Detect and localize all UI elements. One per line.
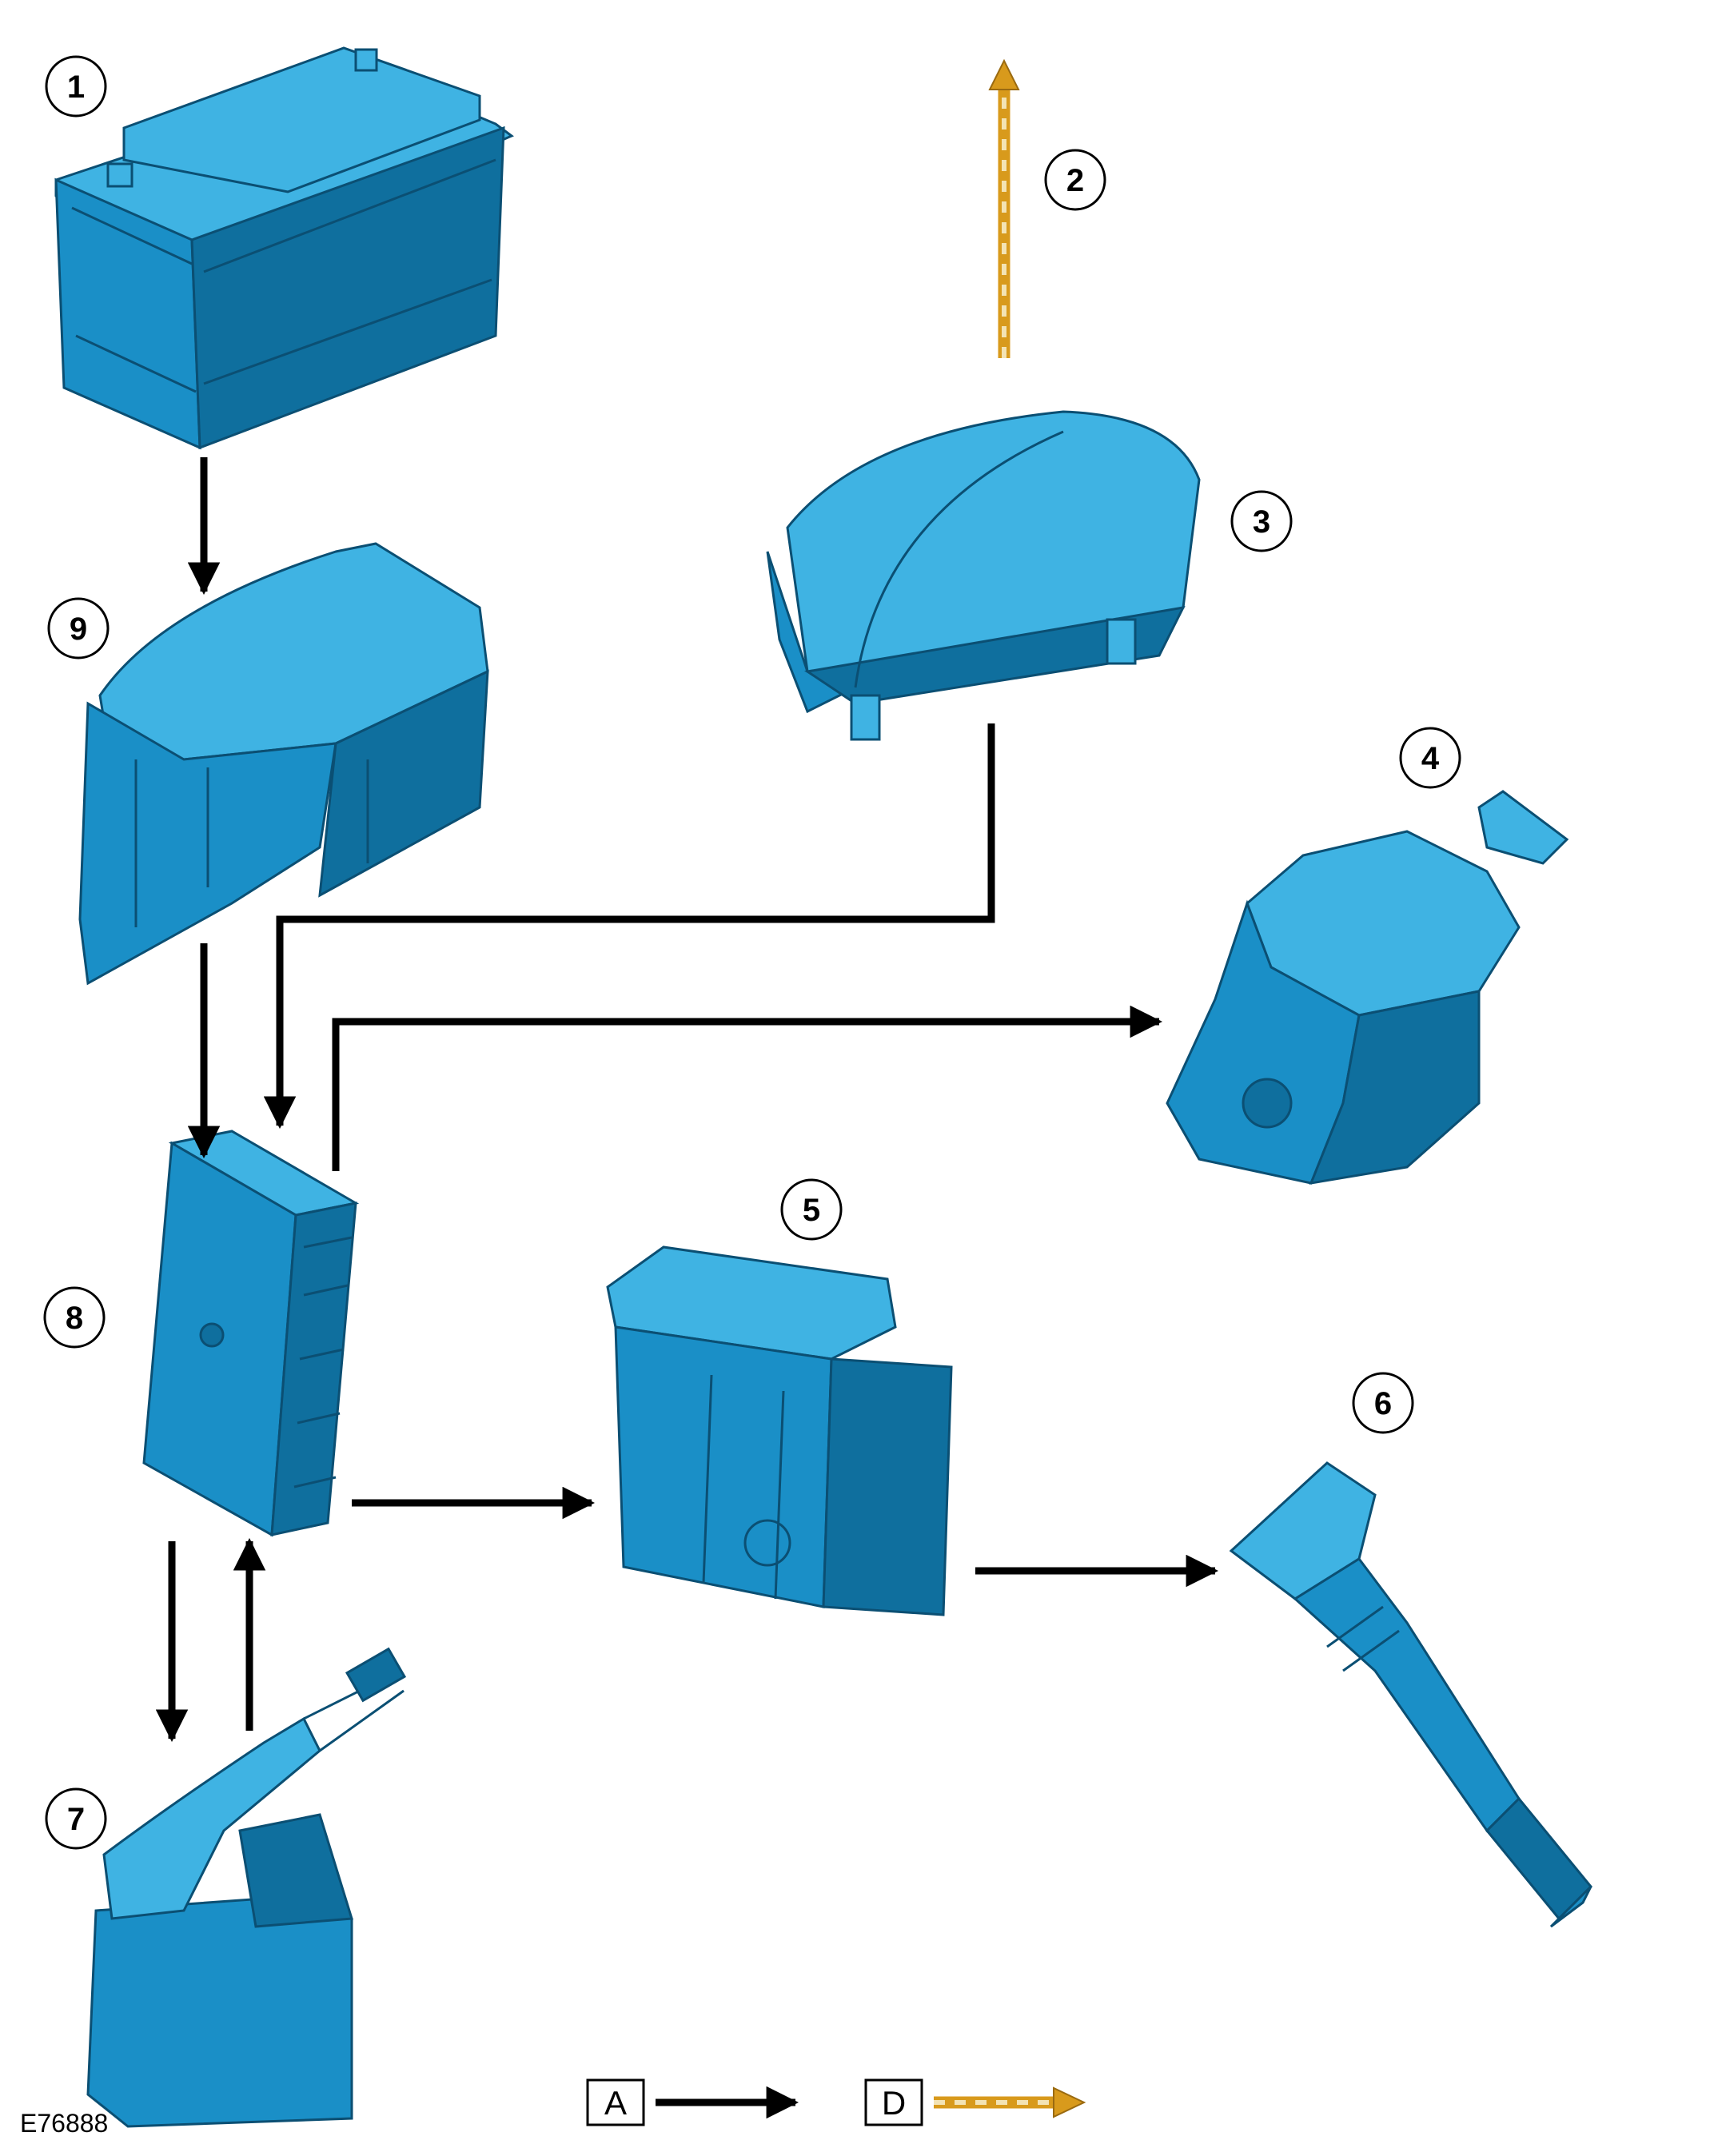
battery-component — [54, 46, 514, 450]
callout-6: 6 — [1352, 1372, 1414, 1434]
steering-lock-component — [1166, 790, 1569, 1185]
svg-text:9: 9 — [70, 612, 87, 647]
instrument-cluster-component — [766, 410, 1201, 741]
wire-3-to-8 — [263, 723, 995, 1130]
legend-item-d: D — [864, 2078, 1086, 2126]
svg-text:A: A — [604, 2084, 627, 2122]
callout-4: 4 — [1399, 727, 1461, 789]
reference-code: E76888 — [20, 2109, 108, 2138]
legend: A D — [586, 2078, 1086, 2126]
wire-8-to-4 — [332, 1005, 1163, 1171]
ignition-switch-module-component — [86, 1647, 407, 2128]
callout-7: 7 — [45, 1787, 107, 1850]
svg-text:3: 3 — [1253, 504, 1270, 540]
engine-control-module-component — [606, 1245, 953, 1616]
callout-5: 5 — [780, 1178, 843, 1241]
callout-2: 2 — [1044, 149, 1106, 211]
svg-text:2: 2 — [1066, 163, 1084, 198]
svg-text:5: 5 — [803, 1193, 820, 1228]
svg-text:4: 4 — [1421, 741, 1440, 776]
databus-arrow-2 — [988, 58, 1020, 358]
svg-text:6: 6 — [1374, 1386, 1392, 1421]
hardwired-connections — [155, 457, 1219, 1743]
svg-text:7: 7 — [67, 1802, 85, 1837]
legend-item-a: A — [586, 2078, 799, 2126]
legend-dashed-arrowhead — [1053, 2086, 1086, 2118]
ignition-coil-component — [1229, 1461, 1593, 1928]
callout-1: 1 — [45, 55, 107, 118]
svg-text:1: 1 — [67, 70, 85, 105]
callout-9: 9 — [47, 597, 110, 660]
battery-junction-box-component — [78, 542, 489, 986]
central-junction-box-component — [142, 1130, 360, 1537]
svg-text:8: 8 — [66, 1301, 83, 1336]
callout-3: 3 — [1230, 490, 1293, 552]
svg-text:D: D — [882, 2084, 906, 2122]
callout-8: 8 — [43, 1286, 106, 1349]
